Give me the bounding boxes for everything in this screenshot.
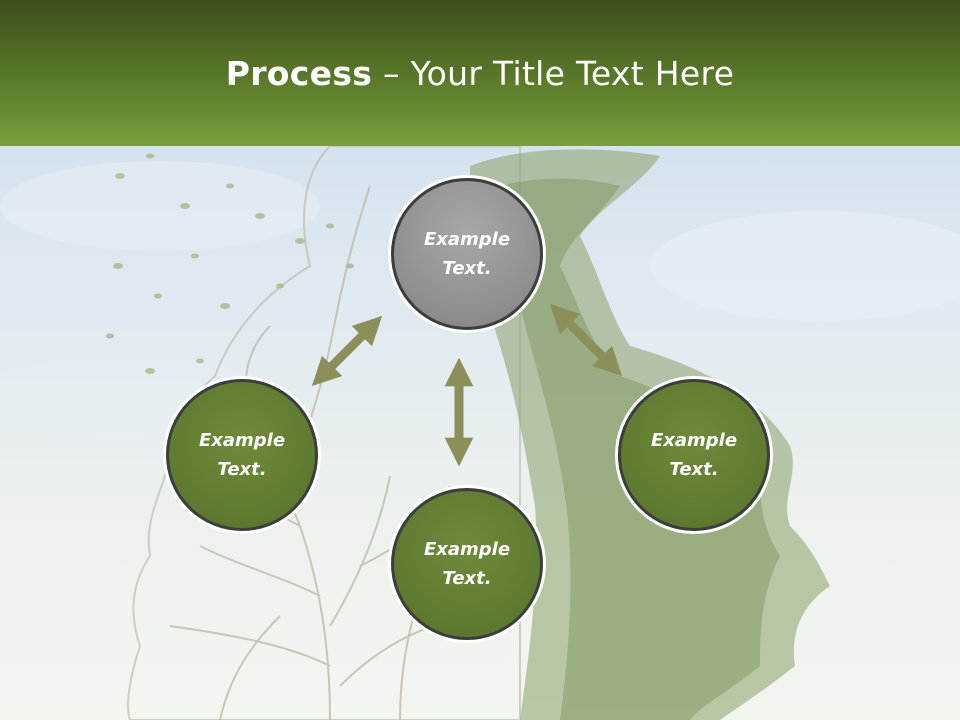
node-left-text: Example Text. xyxy=(198,430,286,480)
node-bottom[interactable]: Example Text. xyxy=(391,488,543,640)
node-left[interactable]: Example Text. xyxy=(166,379,318,531)
node-right[interactable]: Example Text. xyxy=(618,379,770,531)
title-rest: – Your Title Text Here xyxy=(372,53,735,93)
node-bottom-text: Example Text. xyxy=(423,539,511,589)
node-top-text: Example Text. xyxy=(423,229,511,279)
node-top[interactable]: Example Text. xyxy=(391,178,543,330)
node-right-text: Example Text. xyxy=(650,430,738,480)
title-bold: Process xyxy=(225,53,373,93)
slide-title[interactable]: Process – Your Title Text Here xyxy=(226,54,735,93)
title-bar: Process – Your Title Text Here xyxy=(0,0,960,146)
